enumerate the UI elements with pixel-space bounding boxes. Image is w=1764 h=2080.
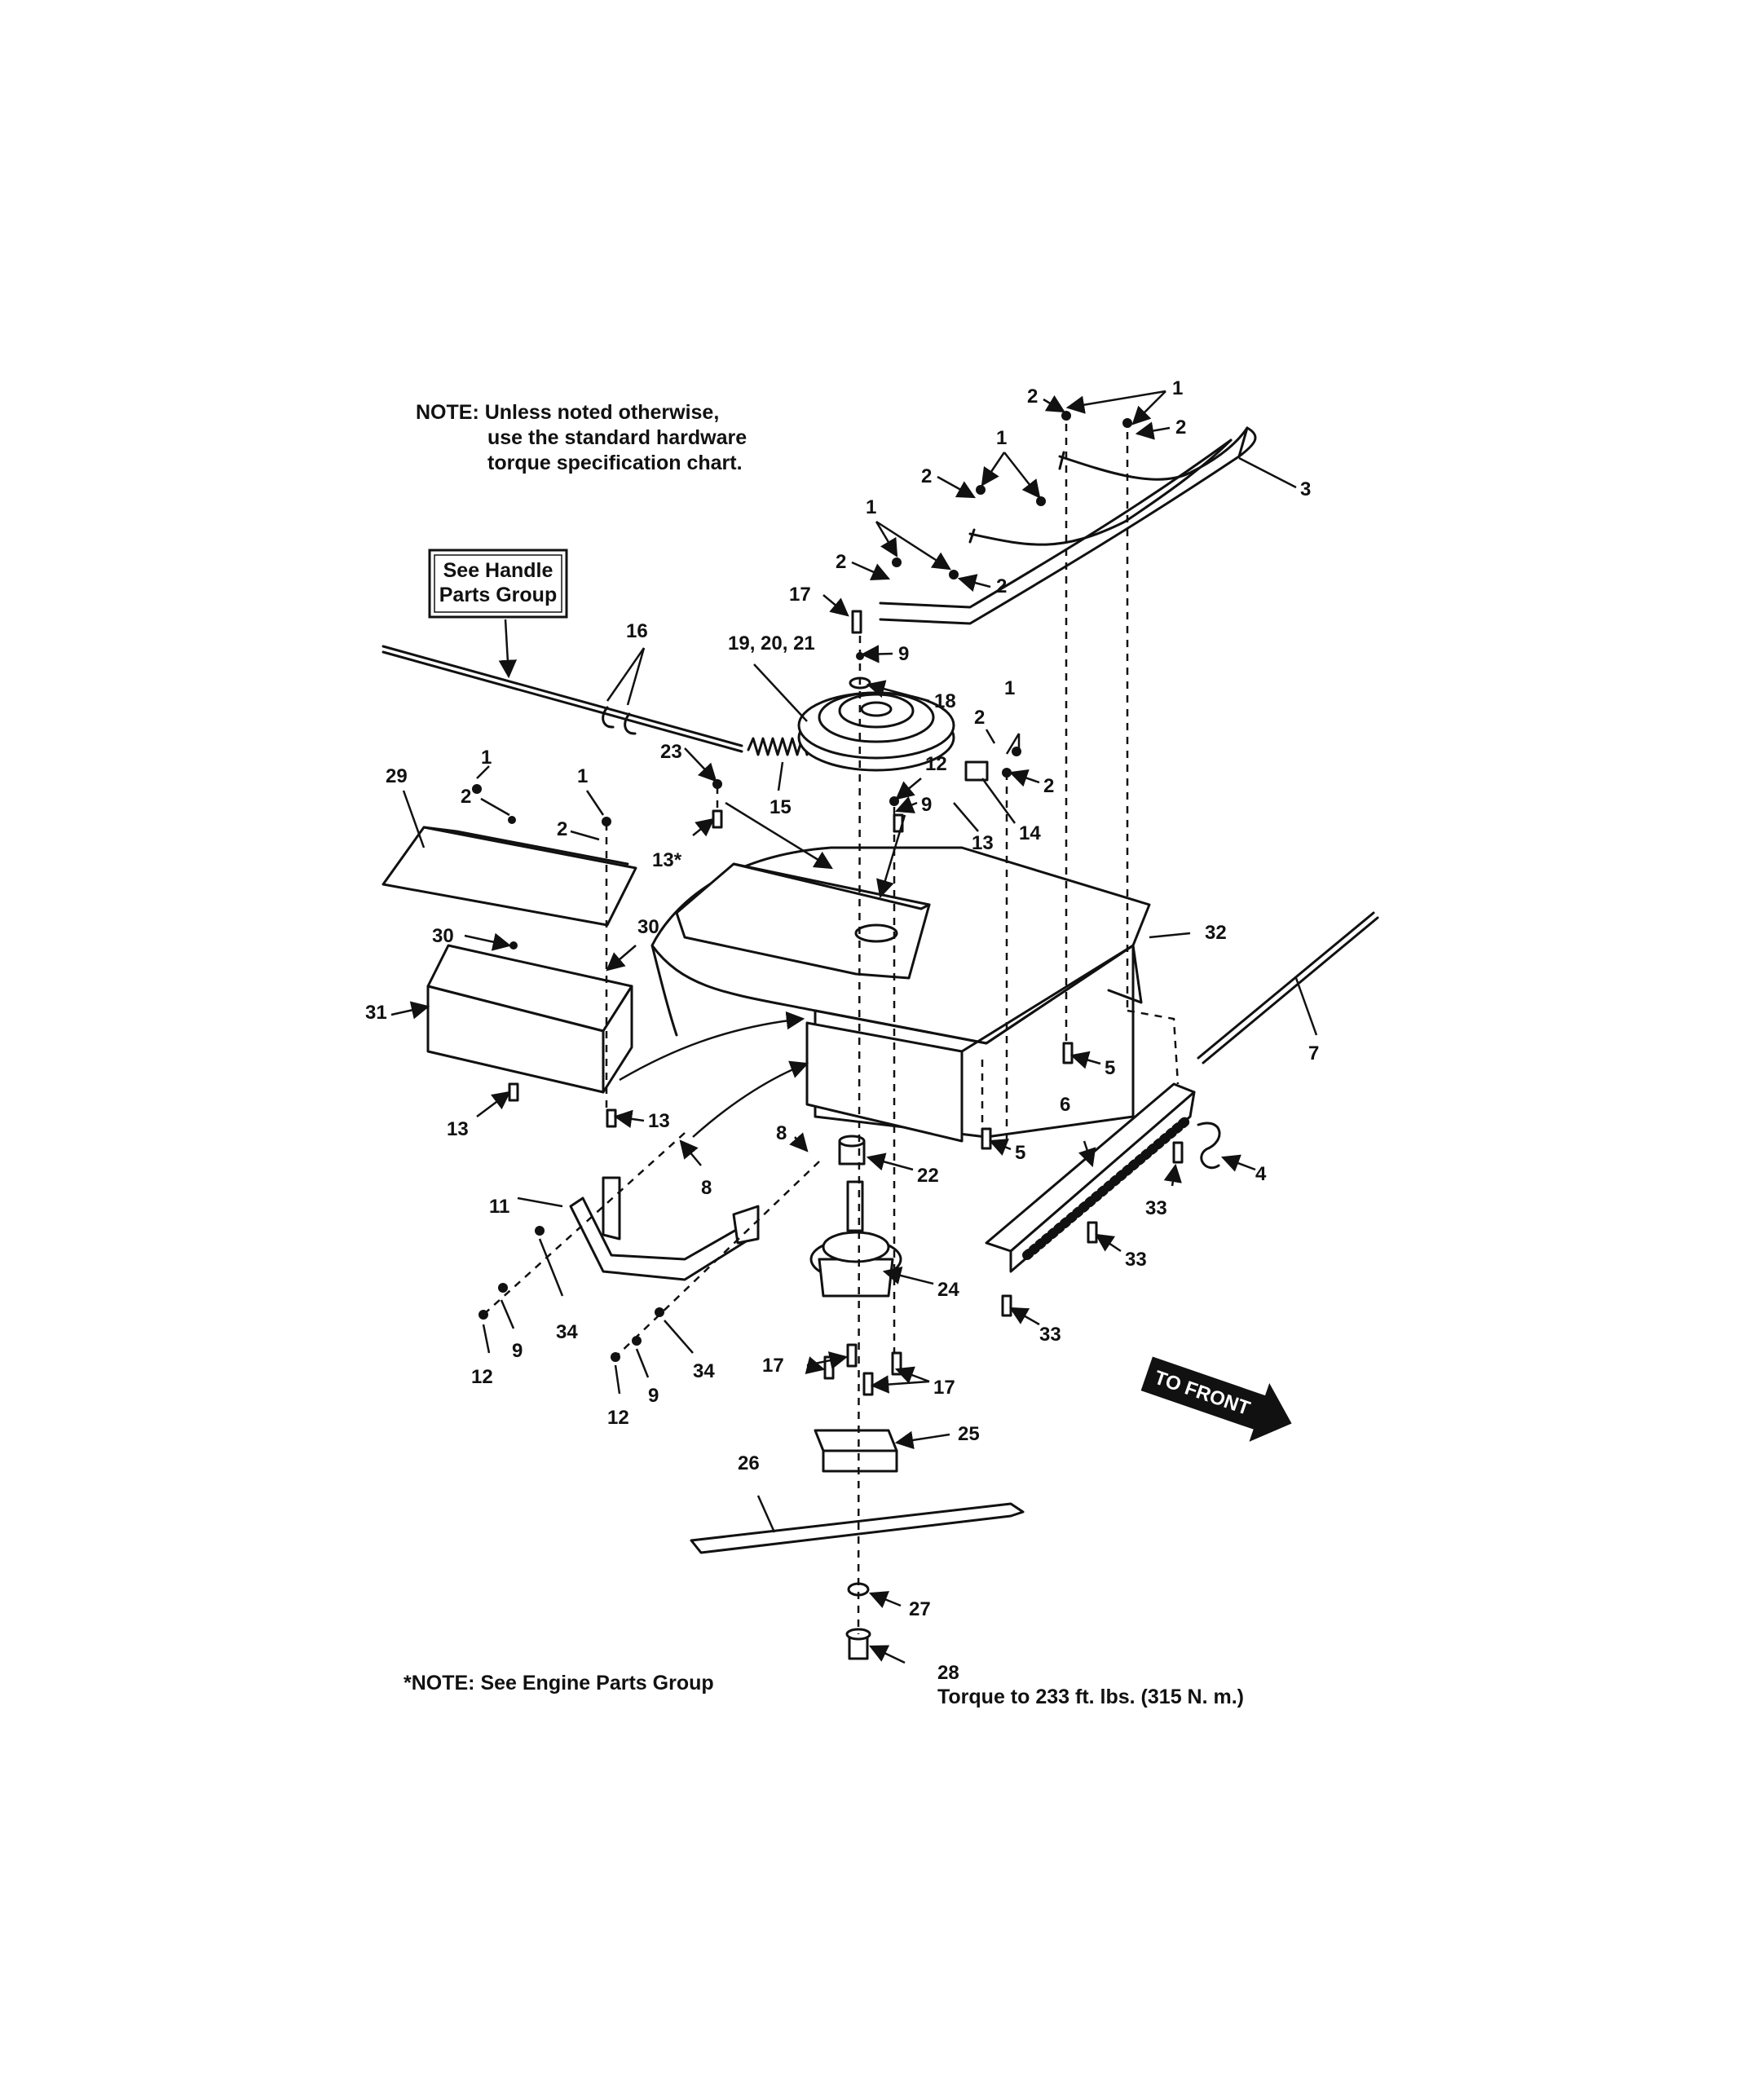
note-torque: Torque to 233 ft. lbs. (315 N. m.) — [937, 1686, 1244, 1708]
callout-2: 2 — [1027, 386, 1038, 408]
callout-1: 1 — [1004, 677, 1015, 699]
callout-8: 8 — [776, 1122, 787, 1144]
note-line-1: NOTE: Unless noted otherwise, — [416, 401, 719, 424]
callout-6: 6 — [1060, 1094, 1070, 1116]
callout-14: 14 — [1019, 822, 1041, 844]
handle-group-box: See Handle Parts Group — [428, 549, 568, 679]
callout-2: 2 — [996, 575, 1007, 597]
callout-12: 12 — [607, 1407, 629, 1429]
callout-17: 17 — [762, 1355, 784, 1377]
handle-tubes — [879, 426, 1257, 625]
pulley — [797, 691, 955, 772]
callout-19-20-21: 19, 20, 21 — [728, 632, 815, 654]
callout-9: 9 — [648, 1385, 659, 1407]
callout-33: 33 — [1039, 1324, 1061, 1346]
control-cable — [381, 645, 743, 753]
callout-24: 24 — [937, 1279, 959, 1301]
note-hardware: NOTE: Unless noted otherwise, use the st… — [416, 401, 747, 474]
blade-adapter — [814, 1429, 898, 1473]
guard-box — [426, 944, 633, 1094]
callout-2: 2 — [1175, 416, 1186, 438]
callout-2: 2 — [836, 551, 846, 573]
rod — [1197, 911, 1375, 1060]
callout-33: 33 — [1125, 1249, 1147, 1271]
note-engine: *NOTE: See Engine Parts Group — [404, 1672, 714, 1694]
callout-16: 16 — [626, 620, 648, 642]
callout-numbers: 1 2 2 3 1 2 1 2 2 17 9 18 19, 20, 21 16 … — [365, 377, 1319, 1684]
callout-25: 25 — [958, 1423, 980, 1445]
hardware-dots — [472, 411, 1132, 1362]
callout-27: 27 — [909, 1598, 931, 1620]
note-line-2: use the standard hardware — [487, 426, 747, 449]
callout-15: 15 — [770, 796, 792, 818]
callout-26: 26 — [738, 1452, 760, 1474]
callout-5: 5 — [1015, 1142, 1025, 1164]
callout-13-star: 13* — [652, 849, 682, 871]
callout-32: 32 — [1205, 922, 1227, 944]
callout-9: 9 — [512, 1340, 523, 1362]
discharge-bar — [985, 1082, 1196, 1273]
callout-7: 7 — [1308, 1042, 1319, 1064]
callout-2: 2 — [921, 465, 932, 487]
callout-4: 4 — [1255, 1163, 1267, 1185]
callout-17: 17 — [789, 584, 811, 606]
leader-lines — [390, 390, 1318, 1664]
callout-30: 30 — [432, 925, 454, 947]
callout-33: 33 — [1145, 1197, 1167, 1219]
blade — [690, 1502, 1025, 1554]
callout-13: 13 — [972, 832, 994, 854]
handle-group-line-1: See Handle — [443, 559, 553, 582]
to-front-arrow: TO FRONT — [1140, 1356, 1292, 1442]
callout-2: 2 — [1043, 775, 1054, 797]
callout-34: 34 — [693, 1360, 715, 1382]
callout-12: 12 — [471, 1366, 493, 1388]
callout-2: 2 — [557, 818, 567, 840]
callout-8: 8 — [701, 1177, 712, 1199]
callout-31: 31 — [365, 1002, 387, 1024]
guard-plate — [381, 826, 637, 927]
wheel-bracket — [569, 1176, 760, 1281]
callout-11: 11 — [489, 1196, 509, 1218]
callout-9: 9 — [921, 794, 932, 816]
callout-1: 1 — [866, 496, 876, 518]
callout-13: 13 — [648, 1110, 670, 1132]
callout-2: 2 — [461, 786, 471, 808]
callout-5: 5 — [1105, 1057, 1115, 1079]
callout-1: 1 — [996, 427, 1007, 449]
hook — [1197, 1122, 1221, 1169]
callout-18: 18 — [934, 690, 956, 712]
callout-17: 17 — [933, 1377, 955, 1399]
callout-34: 34 — [556, 1321, 578, 1343]
callout-12: 12 — [925, 753, 947, 775]
callout-1: 1 — [577, 765, 588, 787]
callout-1: 1 — [481, 747, 492, 769]
callout-30: 30 — [637, 916, 659, 938]
handle-group-line-2: Parts Group — [439, 584, 557, 606]
callout-28: 28 — [937, 1662, 959, 1684]
callout-3: 3 — [1300, 478, 1311, 500]
callout-22: 22 — [917, 1165, 939, 1187]
callout-13: 13 — [447, 1118, 469, 1140]
assembly-lines — [483, 424, 1180, 1635]
callout-9: 9 — [898, 643, 909, 665]
callout-29: 29 — [386, 765, 408, 787]
callout-1: 1 — [1172, 377, 1183, 399]
mower-deck — [650, 846, 1151, 1143]
callout-2: 2 — [974, 707, 985, 729]
callout-23: 23 — [660, 741, 682, 763]
note-line-3: torque specification chart. — [487, 452, 743, 474]
